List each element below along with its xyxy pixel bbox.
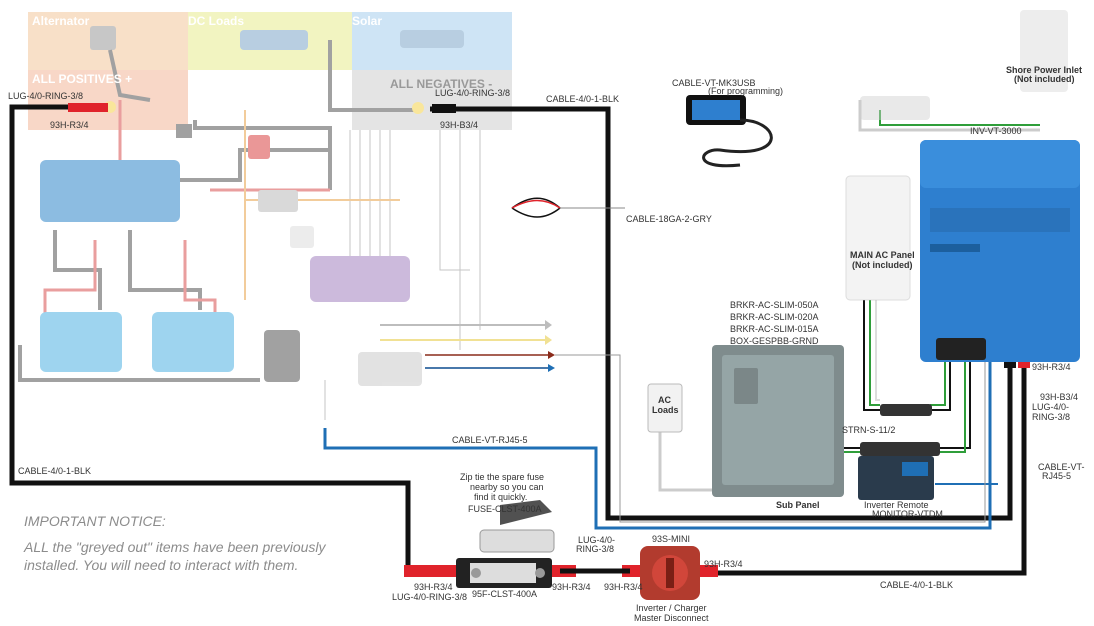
label-bot-r-left: 93H-R3/4 [414,582,453,592]
fuse-holder-400a [456,558,552,588]
cable-rj45 [323,360,992,530]
label-zip-2: nearby so you can [470,482,544,492]
label-mk3: CABLE-VT-MK3USB [672,78,756,88]
alternator-terminal [90,26,116,50]
fuse-holder-grey [258,190,298,212]
label-cable-blk-left: CABLE-4/0-1-BLK [18,466,91,476]
label-shore-2: (Not included) [1014,74,1075,84]
notice-title: IMPORTANT NOTICE: [24,513,166,529]
label-mini: 93S-MINI [652,534,690,544]
ac-loads-box [647,383,683,433]
ac-sub-panel [712,345,844,497]
solar-fuse-block [400,30,464,48]
small-fuse [176,124,192,138]
label-ac-loads-1: AC [658,395,671,405]
strain-relief-1 [880,404,932,416]
lithium-battery-1 [40,312,122,372]
greyed-installed-area [18,12,552,420]
label-shore-1: Shore Power Inlet [1006,65,1082,75]
zone-solar: Solar [352,14,382,28]
label-bot-lug-left: LUG-4/0-RING-3/8 [392,592,467,602]
zone-dc-loads: DC Loads [188,14,244,28]
label-inv-lug-2: RING-3/8 [1032,412,1070,422]
label-zip-3: find it quickly. [474,492,527,502]
all-positives-zone [28,70,188,130]
label-lug-neg-top: LUG-4/0-RING-3/8 [435,88,510,98]
label-main-ac-1: MAIN AC Panel [850,250,915,260]
cable-neg-top [430,106,1013,521]
label-ac-loads-2: Loads [652,405,679,415]
label-remote-1: Inverter Remote [864,500,929,510]
dc-loads-fuse-block [240,30,308,50]
label-lug-pos-top: LUG-4/0-RING-3/8 [8,91,83,101]
ac-cables [658,100,1040,492]
label-inv-b: 93H-B3/4 [1040,392,1078,402]
shunt-module [290,226,314,248]
label-main-ac-2: (Not included) [852,260,913,270]
zone-all-negatives: ALL NEGATIVES - [390,77,492,91]
label-rj45-center: CABLE-VT-RJ45-5 [452,435,528,445]
label-remote-2: MONITOR-VTDM [872,509,943,519]
inverter-remote [858,456,934,500]
all-negatives-zone [352,70,512,130]
label-zip-1: Zip tie the spare fuse [460,472,544,482]
label-strain: STRN-S-11/2 [842,425,895,435]
label-disc-2: Master Disconnect [634,613,709,623]
heatshrink-top-left [68,103,108,112]
smart-shunt [310,256,410,302]
shore-power-inlet [860,10,1068,120]
battery-charger [264,330,300,382]
lithium-battery-2 [152,312,234,372]
label-sub-panel: Sub Panel [776,500,820,510]
label-bot-r-mid: 93H-R3/4 [552,582,591,592]
label-disc-1: Inverter / Charger [636,603,707,613]
label-brkr-3: BRKR-AC-SLIM-015A [730,324,819,334]
thin-grey-cable [555,354,986,523]
label-fuse-clst: FUSE-CLST-400A [468,504,542,514]
label-93h-b-top: 93H-B3/4 [440,120,478,130]
spare-fuse [479,500,555,553]
strain-relief-2 [860,442,940,456]
label-cable-blk-bottom: CABLE-4/0-1-BLK [880,580,953,590]
battery-switch [248,135,270,159]
victron-inverter [920,140,1080,362]
label-brkr-2: BRKR-AC-SLIM-020A [730,312,819,322]
master-disconnect [640,546,700,600]
label-bot-r-mid2: 93H-R3/4 [604,582,643,592]
label-93h-r-top: 93H-R3/4 [50,120,89,130]
label-inverter: INV-VT-3000 [970,126,1022,136]
label-bot-r-right: 93H-R3/4 [704,559,743,569]
cable-blk-bottom [690,360,1027,576]
notice-body: ALL the "greyed out" items have been pre… [24,539,326,573]
battery-display [358,352,422,386]
label-brkr-4: BOX-GESPBB-GRND [730,336,819,346]
main-ac-panel [845,175,911,301]
bus-terminal-neg [412,102,424,114]
zone-all-positives: ALL POSITIVES + [32,72,132,86]
label-cable-blk-top: CABLE-4/0-1-BLK [546,94,619,104]
heatshrink-top-right [432,104,456,113]
mk3-usb-interface [686,95,773,168]
cable-18ga-red [511,199,561,209]
label-18ga: CABLE-18GA-2-GRY [626,214,712,224]
label-bot-lug-mid-1: LUG-4/0- [578,535,615,545]
label-inv-r: 93H-R3/4 [1032,362,1071,372]
wires-from-shunt [425,354,548,369]
label-bot-lug-mid-2: RING-3/8 [576,544,614,554]
important-notice: IMPORTANT NOTICE: ALL the "greyed out" i… [24,512,364,582]
label-rj45-right-1: CABLE-VT- [1038,462,1085,472]
label-fuse-holder: 95F-CLST-400A [472,589,537,599]
label-inv-lug-1: LUG-4/0- [1032,402,1069,412]
label-mk3-note: (For programming) [708,86,783,96]
victron-battery-protect [40,160,180,222]
zone-alternator: Alternator [32,14,90,28]
label-brkr-1: BRKR-AC-SLIM-050A [730,300,819,310]
heatshrink-bottom-left [404,565,462,577]
label-rj45-right-2: RJ45-5 [1042,471,1071,481]
